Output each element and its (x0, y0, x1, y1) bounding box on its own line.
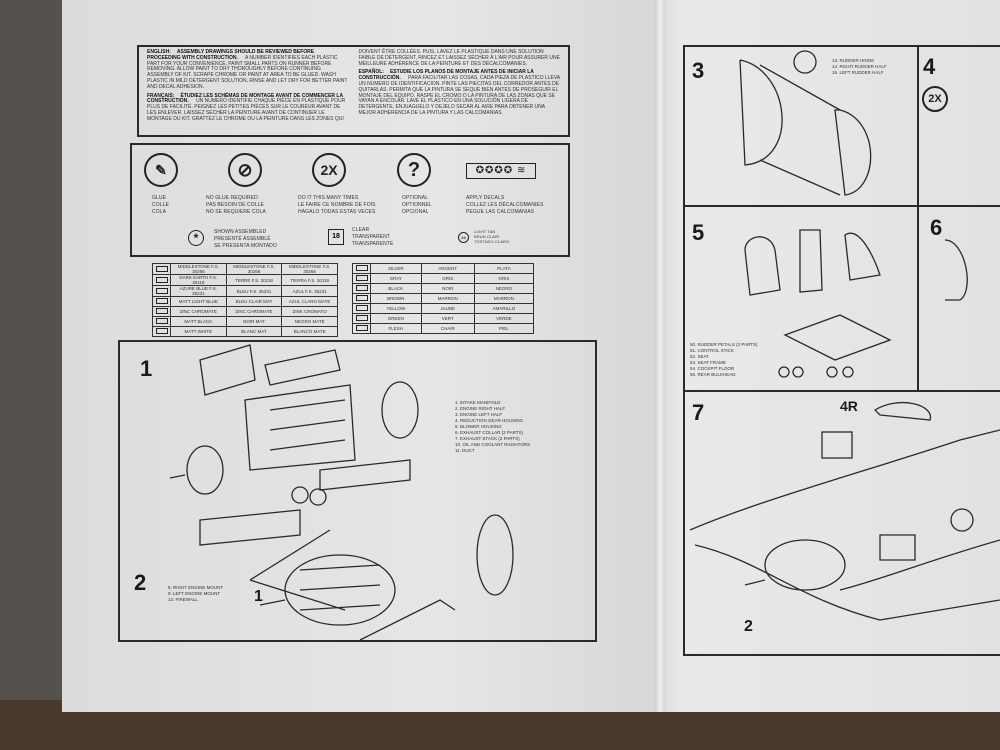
part-callout-1: 1 (254, 588, 263, 605)
french-paragraph: FRANÇAIS:ÉTUDIEZ LES SCHÉMAS DE MONTAGE … (147, 49, 560, 122)
flag-icon (155, 328, 168, 334)
flag-icon (155, 287, 168, 294)
step-number-2: 2 (134, 570, 147, 595)
subassembly-label-2: 2 (744, 618, 753, 635)
part-list-item: 53. SEAT FRAME (690, 360, 726, 365)
part-list-item: 51. CONTROL STICK (690, 348, 734, 353)
optional-question-icon: ? (397, 153, 431, 187)
step-7-panel (683, 390, 1000, 656)
part-list-item: 7. EXHAUST STACK (2 PARTS) (455, 436, 520, 441)
part-list-item: 13. RUDDER HINGE (832, 58, 875, 63)
step-number-5: 5 (692, 220, 705, 245)
flag-icon (155, 265, 168, 272)
step-number-4: 4 (923, 54, 936, 79)
part-list-item: 54. COCKPIT FLOOR (690, 366, 735, 371)
assembled-asterisk-icon: * (188, 230, 204, 246)
part-list-item: 56. REAR BULKHEAD (690, 372, 736, 377)
paint-code-flag (152, 326, 171, 337)
page-fold (655, 0, 665, 712)
color-name: PIEL (473, 323, 535, 334)
part-list-item: 3. ENGINE LEFT HALF (455, 412, 503, 417)
flag-icon (155, 298, 168, 304)
part-list-item: 52. SEAT (690, 354, 709, 359)
flag-icon (155, 276, 168, 283)
part-list-item: 14. RIGHT RUDDER HALF (832, 64, 887, 69)
part-list-item: 4. REDUCTION GEAR HOUSING (455, 418, 524, 423)
color-name: BLANCO MATE (281, 326, 338, 337)
clear-part-icon: 18 (328, 229, 344, 245)
step-5-parts-list: 50. RUDDER PETALS (2 PARTS)51. CONTROL S… (690, 342, 758, 378)
part-list-item: 2. ENGINE RIGHT HALF (455, 406, 506, 411)
part-list-item: 10. OIL AND COOLANT RADIATORS (455, 442, 531, 447)
step-number-7: 7 (692, 400, 705, 425)
decal-sheet-icon: ✪✪✪✪ ≋ (466, 163, 536, 179)
glue-tube-icon: ✎ (144, 153, 178, 187)
flag-icon (355, 275, 368, 281)
rudder-drawing (739, 50, 872, 196)
part-list-item: 1. INTAKE MANIFOLD (455, 400, 501, 405)
repeat-times-icon: 2X (312, 153, 346, 187)
spanish-paragraph: ESPAÑOL:ESTUDIE LOS PLANOS DE MONTAJE AN… (358, 69, 560, 116)
part-list-item: 12. FIREWALL (168, 597, 198, 602)
paint-code-flag (352, 323, 371, 334)
panel-divider (917, 45, 919, 390)
part-list-item: 50. RUDDER PETALS (2 PARTS) (690, 342, 758, 347)
step-1-2-panel (118, 340, 597, 642)
flag-icon (355, 265, 368, 271)
no-glue-icon: ⊘ (228, 153, 262, 187)
light-tan-icon: 24 (458, 232, 469, 243)
part-list-item: 9. LEFT ENGINE MOUNT (168, 591, 221, 596)
part-list-item: 8. RIGHT ENGINE MOUNT (168, 585, 224, 590)
flag-icon (355, 295, 368, 301)
flag-icon (355, 285, 368, 291)
subassembly-label-4r: 4R (840, 398, 858, 414)
flag-icon (355, 325, 368, 331)
flag-icon (355, 315, 368, 321)
step-number-6: 6 (930, 215, 943, 240)
english-paragraph: ENGLISH:ASSEMBLY DRAWINGS SHOULD BE REVI… (147, 49, 348, 90)
fuselage-drawing (689, 402, 1000, 621)
step-number-3: 3 (692, 58, 705, 83)
color-name: MATT WHITE (170, 326, 227, 337)
flag-icon (355, 305, 368, 311)
step-number-1: 1 (140, 356, 153, 381)
engine-drawing (169, 344, 514, 641)
flag-icon (155, 318, 168, 324)
part-list-item: 6. EXHAUST COLLAR (2 PARTS) (455, 430, 524, 435)
instruction-sheet (62, 0, 1000, 712)
color-name: CHAIR (420, 323, 475, 334)
part-list-item: 5. BLOWER HOUSING (455, 424, 502, 429)
repeat-times-icon: 2X (922, 86, 948, 112)
part-list-item: 11. DUCT (455, 448, 475, 453)
part-list-item: 15. LEFT RUDDER HALF (832, 70, 884, 75)
cockpit-drawing (744, 229, 968, 378)
flag-icon (155, 308, 168, 314)
instructions-text-box: ENGLISH:ASSEMBLY DRAWINGS SHOULD BE REVI… (137, 45, 570, 137)
